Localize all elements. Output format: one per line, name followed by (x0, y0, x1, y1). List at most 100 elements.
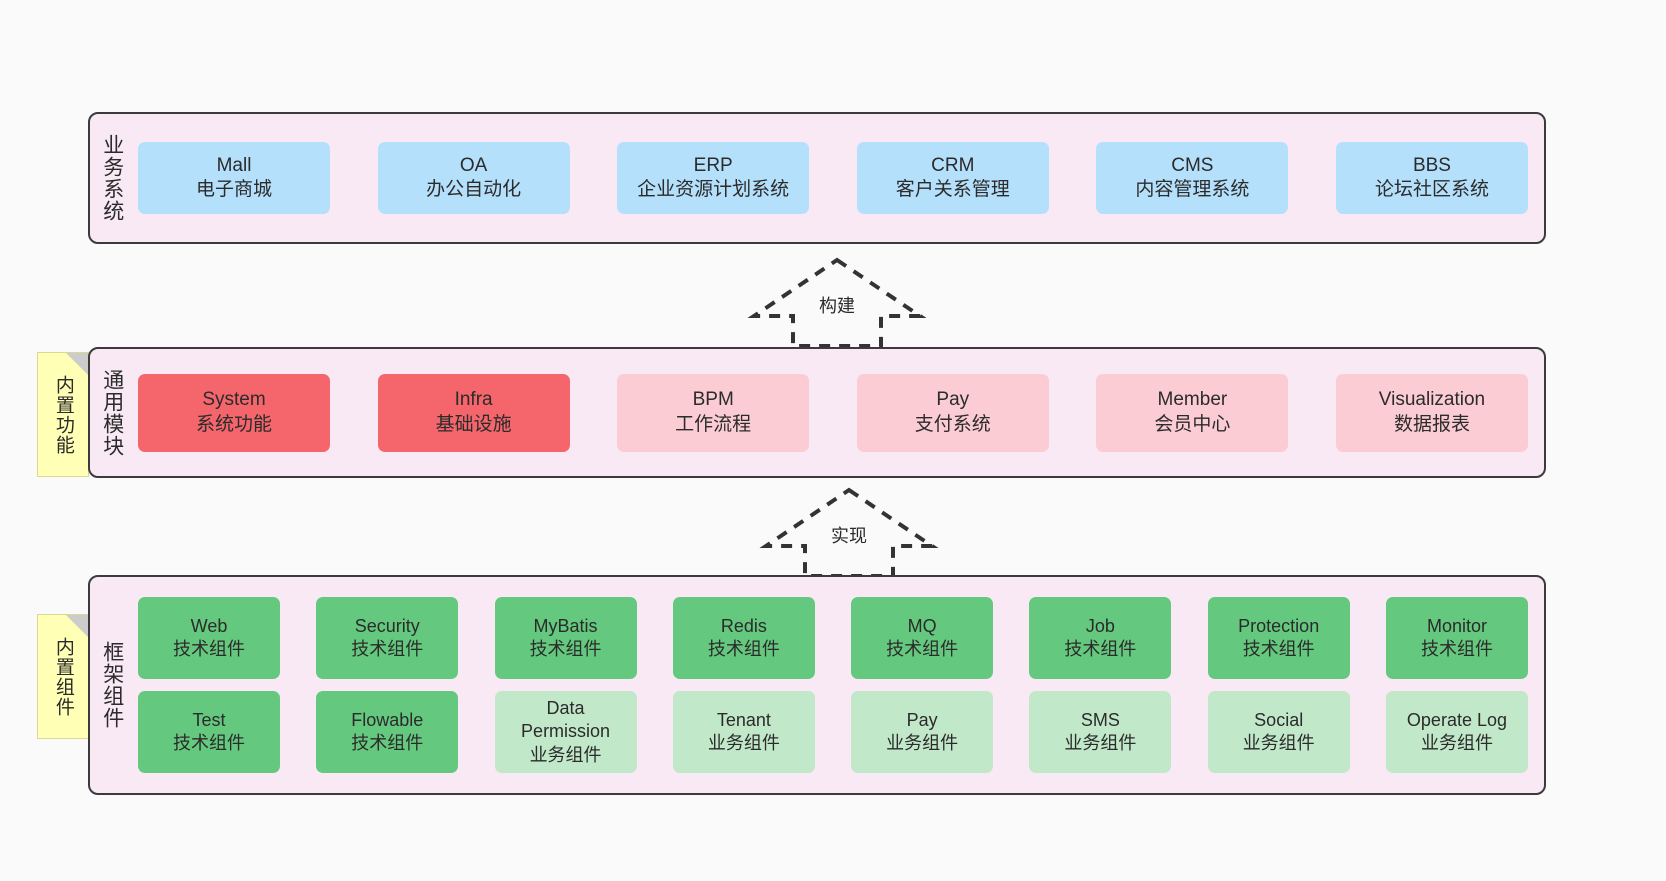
card-title: OA (459, 154, 488, 176)
layer-body-business-system: Mall 电子商城 OA 办公自动化 ERP 企业资源计划系统 CRM 客户关系… (134, 114, 1544, 242)
layer-title-framework-component: 框架组件 (100, 641, 124, 729)
card-subtitle: 技术组件 (1242, 639, 1315, 659)
layer-common-module: 通用模块 System 系统功能 Infra 基础设施 BPM 工作流程 Pay… (88, 347, 1546, 478)
card-security[interactable]: Security 技术组件 (316, 597, 459, 679)
card-subtitle: 系统功能 (195, 413, 272, 435)
card-subtitle: 技术组件 (173, 639, 245, 659)
layer-business-system: 业务系统 Mall 电子商城 OA 办公自动化 ERP 企业资源计划系统 CRM… (88, 112, 1546, 244)
card-subtitle: 技术组件 (886, 639, 959, 659)
card-subtitle: 企业资源计划系统 (637, 179, 790, 200)
card-title: Flowable (351, 709, 424, 730)
card-web[interactable]: Web 技术组件 (138, 597, 280, 679)
note-builtin-function: 内置功能 (37, 352, 89, 477)
card-sms[interactable]: SMS 业务组件 (1029, 691, 1172, 773)
card-title: MyBatis (533, 615, 598, 636)
card-subtitle: 业务组件 (886, 733, 959, 753)
card-subtitle: 基础设施 (435, 413, 512, 435)
card-subtitle: 客户关系管理 (895, 179, 1010, 200)
card-subtitle: 技术组件 (529, 639, 602, 659)
card-protection[interactable]: Protection 技术组件 (1207, 597, 1350, 679)
card-title: Monitor (1426, 615, 1487, 636)
card-subtitle: 办公自动化 (426, 179, 522, 200)
card-erp[interactable]: ERP 企业资源计划系统 (617, 142, 810, 214)
implement-arrow-glyph (759, 487, 939, 578)
card-title: CMS (1171, 154, 1214, 176)
card-subtitle: 数据报表 (1393, 413, 1470, 435)
note-label: 内置功能 (52, 374, 74, 455)
card-row: Test 技术组件 Flowable 技术组件 Data Permission … (138, 691, 1528, 773)
card-bpm[interactable]: BPM 工作流程 (617, 373, 810, 452)
card-row: System 系统功能 Infra 基础设施 BPM 工作流程 Pay 支付系统… (138, 373, 1528, 452)
card-job[interactable]: Job 技术组件 (1029, 597, 1172, 679)
card-mybatis[interactable]: MyBatis 技术组件 (494, 597, 637, 679)
card-mq[interactable]: MQ 技术组件 (851, 597, 994, 679)
card-title: Web (190, 615, 228, 636)
build-arrow-glyph (747, 257, 927, 348)
card-monitor[interactable]: Monitor 技术组件 (1385, 597, 1528, 679)
card-subtitle: 业务组件 (1064, 733, 1137, 753)
card-subtitle: 电子商城 (195, 179, 272, 200)
card-title: CRM (931, 154, 975, 176)
card-subtitle: 论坛社区系统 (1374, 179, 1489, 200)
build-arrow: 构建 (747, 256, 927, 348)
card-subtitle: 支付系统 (914, 413, 991, 435)
card-title: ERP (693, 154, 733, 176)
card-member[interactable]: Member 会员中心 (1096, 373, 1289, 452)
layer-body-framework-component: Web 技术组件 Security 技术组件 MyBatis 技术组件 Redi… (134, 577, 1544, 793)
card-system[interactable]: System 系统功能 (138, 373, 330, 452)
card-crm[interactable]: CRM 客户关系管理 (856, 142, 1049, 214)
card-title: System (202, 389, 266, 411)
card-title: Social (1254, 709, 1304, 730)
card-pay-business[interactable]: Pay 业务组件 (851, 691, 994, 773)
card-social[interactable]: Social 业务组件 (1207, 691, 1350, 773)
card-title: Job (1085, 615, 1115, 636)
implement-arrow-label: 实现 (831, 526, 867, 546)
card-subtitle: 业务组件 (1420, 733, 1493, 753)
card-title: MQ (907, 615, 937, 636)
card-infra[interactable]: Infra 基础设施 (377, 373, 570, 452)
card-redis[interactable]: Redis 技术组件 (672, 597, 815, 679)
card-title: Test (192, 709, 226, 730)
card-title: Member (1157, 389, 1228, 411)
card-row: Web 技术组件 Security 技术组件 MyBatis 技术组件 Redi… (138, 597, 1528, 679)
card-mall[interactable]: Mall 电子商城 (138, 142, 330, 214)
card-operate-log[interactable]: Operate Log 业务组件 (1385, 691, 1528, 773)
card-subtitle: 业务组件 (529, 744, 602, 765)
card-row: Mall 电子商城 OA 办公自动化 ERP 企业资源计划系统 CRM 客户关系… (138, 142, 1528, 214)
card-tenant[interactable]: Tenant 业务组件 (672, 691, 815, 773)
card-title: BPM (692, 389, 734, 411)
card-flowable[interactable]: Flowable 技术组件 (316, 691, 459, 773)
card-title: Pay (906, 709, 938, 730)
card-title: Tenant (716, 709, 771, 730)
card-subtitle: 技术组件 (173, 733, 245, 753)
card-subtitle: 内容管理系统 (1135, 179, 1250, 200)
card-subtitle: 技术组件 (707, 639, 780, 659)
card-subtitle: 会员中心 (1154, 413, 1231, 435)
note-label: 内置组件 (52, 636, 74, 717)
card-pay[interactable]: Pay 支付系统 (856, 373, 1049, 452)
card-title: Security (354, 615, 420, 636)
card-title: Infra (454, 389, 493, 411)
implement-arrow: 实现 (759, 486, 939, 578)
card-title: Pay (936, 389, 970, 411)
card-test[interactable]: Test 技术组件 (138, 691, 280, 773)
card-bbs[interactable]: BBS 论坛社区系统 (1335, 142, 1528, 214)
card-subtitle: 技术组件 (1064, 639, 1137, 659)
layer-title-common-module: 通用模块 (100, 368, 124, 457)
layer-title-business-system: 业务系统 (100, 134, 124, 222)
card-title: SMS (1080, 709, 1120, 730)
note-fold-icon (66, 353, 88, 375)
note-fold-icon (66, 615, 88, 637)
card-subtitle: 工作流程 (675, 413, 752, 435)
card-oa[interactable]: OA 办公自动化 (377, 142, 570, 214)
card-title: Visualization (1378, 389, 1486, 411)
card-title: Protection (1238, 615, 1320, 636)
card-subtitle: 技术组件 (1420, 639, 1493, 659)
card-subtitle: 技术组件 (351, 733, 424, 753)
layer-body-common-module: System 系统功能 Infra 基础设施 BPM 工作流程 Pay 支付系统… (134, 349, 1544, 476)
card-subtitle: 技术组件 (351, 639, 424, 659)
card-visualization[interactable]: Visualization 数据报表 (1335, 373, 1528, 452)
card-data-permission[interactable]: Data Permission 业务组件 (494, 691, 637, 773)
card-cms[interactable]: CMS 内容管理系统 (1096, 142, 1289, 214)
